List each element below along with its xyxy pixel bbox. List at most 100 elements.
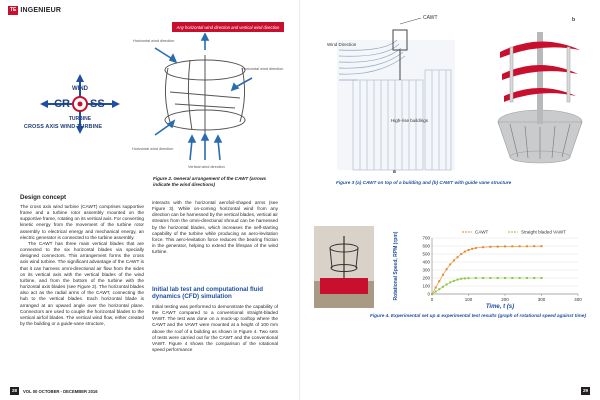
series-line-0	[431, 245, 542, 295]
figure-3-caption: Figure 3 (a) CAWT on top of a building a…	[336, 180, 512, 185]
building-diagram: CAWT Wind Direction High-rise buildings …	[327, 15, 455, 175]
x-tick-label: 100	[465, 297, 473, 302]
data-point	[504, 245, 506, 248]
guide-vane-render: b	[497, 17, 583, 164]
lab-test-heading: Initial lab test and computational fluid…	[152, 286, 264, 300]
logo-word-left: CR	[54, 98, 70, 110]
data-point	[482, 277, 485, 279]
x-tick-label: 400	[574, 297, 582, 302]
data-point	[463, 250, 466, 253]
logo-word-bottom: TURBINE	[69, 116, 92, 122]
data-point	[460, 253, 463, 255]
data-point	[474, 247, 477, 249]
design-concept-heading: Design concept	[20, 194, 67, 201]
turbine-diagram: Any horizontal wind direction and vertic…	[132, 22, 284, 169]
data-point	[511, 245, 514, 248]
test-rig-photo	[314, 226, 374, 308]
magazine-badge: TE	[8, 6, 19, 15]
data-point	[496, 245, 499, 248]
data-point	[441, 285, 444, 288]
data-point	[525, 245, 528, 248]
left-footer: 28 VOL 00 OCTOBER - DECEMBER 2016	[10, 387, 98, 395]
fig3-label-wind: Wind Direction	[327, 42, 357, 47]
y-tick-label: 400	[422, 260, 430, 265]
fig3-label-b: b	[572, 17, 575, 23]
data-point	[518, 277, 521, 279]
y-tick-label: 200	[422, 276, 430, 281]
design-paragraph: The cross axis wind turbine (CAWT) compr…	[20, 204, 145, 240]
data-point	[474, 277, 477, 279]
fig2-label-bottom-left: Horizontal wind direction	[132, 147, 173, 151]
right-page: CAWT Wind Direction High-rise buildings …	[300, 0, 600, 400]
data-point	[441, 273, 444, 276]
data-point	[445, 283, 448, 286]
data-point	[496, 277, 499, 279]
fig2-label-right: Horizontal wind direction	[242, 67, 283, 71]
figure-2-caption: Figure 2. General arrangement of the CAW…	[153, 176, 267, 187]
data-point	[471, 247, 474, 250]
figure-4-caption: Figure 4. Experimental set up & experime…	[370, 313, 586, 318]
figure-3a: CAWT Wind Direction High-rise buildings …	[325, 10, 470, 175]
data-point	[431, 293, 433, 295]
lab-test-body: Initial testing was performed to demonst…	[152, 304, 278, 353]
design-paragraph: interacts with the horizontal aerofoil-s…	[152, 200, 278, 255]
design-column-1: The cross axis wind turbine (CAWT) compr…	[20, 204, 144, 327]
data-point	[540, 245, 543, 248]
data-point	[449, 281, 452, 284]
data-point	[449, 263, 452, 266]
legend-label: CAWT	[475, 230, 489, 235]
data-point	[456, 278, 459, 281]
magazine-header: TE INGENIEUR	[8, 6, 61, 15]
fig2-label-top: Horizontal wind direction	[133, 39, 174, 43]
data-point	[482, 246, 485, 249]
x-tick-label: 300	[538, 297, 546, 302]
left-page: TE INGENIEUR WIND CR SS TURBINE CROSS AX…	[8, 6, 285, 395]
cross-logo-icon: WIND CR SS TURBINE	[40, 74, 120, 134]
y-tick-label: 300	[422, 268, 430, 273]
figure-2: Any horizontal wind direction and vertic…	[130, 20, 285, 175]
data-point	[452, 279, 455, 282]
issue-text: VOL 00 OCTOBER - DECEMBER 2016	[23, 388, 98, 394]
data-point	[540, 277, 543, 279]
fig2-banner: Any horizontal wind direction and vertic…	[176, 25, 280, 30]
page-gutter	[299, 0, 301, 400]
data-point	[467, 249, 470, 251]
y-axis-label: Rotational Speed, RPM (rpm)	[393, 231, 399, 300]
y-tick-label: 700	[422, 236, 430, 241]
data-point	[434, 290, 437, 293]
data-point	[434, 286, 437, 289]
right-footer: 29	[580, 387, 590, 395]
experiment-photo	[314, 226, 374, 308]
y-tick-label: 500	[422, 252, 430, 257]
figure-3b: b	[490, 12, 590, 172]
page-number-right: 29	[580, 387, 590, 395]
data-point	[504, 277, 506, 279]
data-point	[463, 277, 466, 280]
cawt-logo: WIND CR SS TURBINE	[30, 70, 130, 150]
logo-caption: CROSS AXIS WIND TURBINE	[23, 124, 103, 130]
fig2-label-bottom: Vertical wind direction	[188, 165, 225, 169]
data-point	[456, 256, 459, 259]
data-point	[511, 277, 514, 279]
fig3-label-building: High-rise buildings	[391, 118, 429, 123]
data-point	[489, 277, 492, 279]
data-point	[489, 245, 492, 248]
legend-label: Straight bladed VAWT	[521, 230, 566, 235]
design-paragraph: The CAWT has three main vertical blades …	[20, 240, 144, 326]
data-point	[518, 245, 521, 248]
y-tick-label: 100	[422, 284, 430, 289]
x-tick-label: 0	[431, 297, 434, 302]
y-tick-label: 0	[427, 292, 430, 297]
data-point	[438, 288, 441, 291]
data-point	[438, 280, 441, 283]
page-number-left: 28	[10, 387, 20, 395]
data-point	[445, 268, 448, 271]
fig3-label-cawt: CAWT	[423, 15, 438, 21]
fig3-label-a: a	[393, 169, 396, 175]
data-point	[525, 277, 528, 279]
data-point	[467, 277, 470, 280]
data-point	[452, 259, 455, 262]
